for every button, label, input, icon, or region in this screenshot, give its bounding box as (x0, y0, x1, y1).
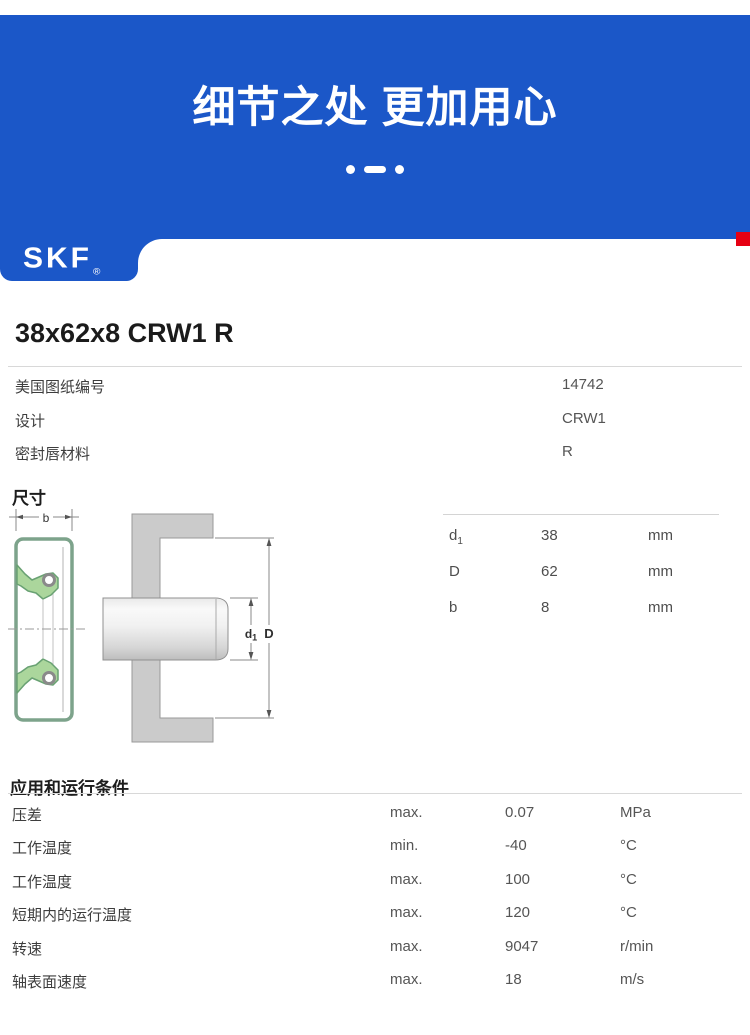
condition-value: 0.07 (505, 804, 535, 821)
table-row: 短期内的运行温度 max. 120 °C (12, 895, 742, 928)
dim-unit: mm (648, 563, 673, 580)
red-accent-square (736, 232, 750, 246)
condition-constraint: min. (390, 837, 419, 855)
table-row: 工作温度 min. -40 °C (12, 828, 742, 861)
deco-dot-icon (346, 165, 355, 174)
condition-label: 工作温度 (12, 873, 73, 891)
dim-value: 38 (541, 527, 558, 544)
condition-label: 压差 (12, 807, 43, 824)
housing-block (131, 513, 214, 743)
spec-label: 设计 (15, 412, 46, 430)
deco-dash-icon (364, 166, 386, 173)
condition-constraint: max. (390, 804, 423, 821)
arrowhead-icon (266, 710, 272, 718)
spec-divider (8, 366, 742, 367)
condition-unit: MPa (620, 804, 651, 821)
condition-constraint: max. (390, 870, 423, 888)
banner-title: 细节之处 更加用心 (192, 84, 558, 132)
condition-label: 轴表面速度 (12, 973, 88, 991)
condition-value: -40 (505, 837, 527, 855)
seal-cross-section-drawing: b d1 (8, 509, 274, 743)
condition-value: 120 (505, 904, 531, 922)
conditions-table: 压差 max. 0.07 MPa 工作温度 min. -40 °C 工作温度 m… (12, 795, 742, 995)
condition-unit: °C (620, 870, 637, 888)
table-row: 工作温度 max. 100 °C (12, 862, 742, 895)
arrowhead-icon (16, 514, 23, 520)
D-label: D (264, 626, 273, 641)
condition-value: 18 (505, 970, 522, 988)
spec-label: 美国图纸编号 (15, 379, 106, 396)
dimensions-heading: 尺寸 (12, 489, 46, 508)
dim-value: 8 (541, 599, 550, 616)
dimensions-table: d1 38 mm D 62 mm b 8 mm (443, 514, 719, 623)
table-row: 密封唇材料 R (15, 435, 742, 469)
table-row: 转速 max. 9047 r/min (12, 929, 742, 962)
spec-value: 14742 (562, 376, 604, 393)
table-row: b 8 mm (443, 587, 719, 623)
dim-unit: mm (648, 599, 673, 616)
garter-spring-top (42, 573, 56, 587)
arrowhead-icon (266, 538, 272, 546)
condition-unit: °C (620, 904, 637, 922)
page-title: 38x62x8 CRW1 R (15, 318, 234, 348)
dim-symbol: D (449, 563, 460, 580)
condition-unit: m/s (620, 970, 645, 988)
spec-label: 密封唇材料 (15, 446, 91, 463)
arrowhead-icon (248, 598, 254, 606)
table-row: D 62 mm (443, 551, 719, 587)
table-row: 轴表面速度 max. 18 m/s (12, 962, 742, 995)
condition-label: 工作温度 (12, 840, 73, 858)
d1-dimension (230, 597, 258, 661)
condition-label: 转速 (12, 940, 43, 958)
condition-value: 9047 (505, 937, 539, 955)
dim-symbol: b (449, 599, 458, 616)
table-row: d1 38 mm (443, 515, 719, 551)
D-dimension (215, 537, 274, 719)
garter-spring-bottom (42, 671, 56, 685)
condition-constraint: max. (390, 970, 423, 988)
deco-dot-icon (395, 165, 404, 174)
condition-constraint: max. (390, 904, 423, 922)
seal-lip-top (16, 564, 59, 600)
condition-unit: °C (620, 837, 637, 855)
arrowhead-icon (65, 514, 72, 520)
condition-value: 100 (505, 870, 531, 888)
d1-label: d1 (245, 627, 257, 643)
table-row: 设计 CRW1 (15, 402, 742, 436)
condition-constraint: max. (390, 937, 423, 955)
registered-mark: ® (93, 266, 101, 278)
dim-symbol: d1 (449, 527, 463, 547)
dim-unit: mm (648, 527, 673, 544)
condition-label: 短期内的运行温度 (12, 907, 133, 925)
dim-value: 62 (541, 563, 558, 580)
hero-banner: 细节之处 更加用心 (0, 15, 750, 239)
table-row: 美国图纸编号 14742 (15, 368, 742, 402)
b-label: b (43, 511, 50, 525)
spec-value: CRW1 (562, 409, 606, 427)
shaft (102, 597, 229, 661)
skf-logo: SKF® (23, 242, 101, 278)
conditions-divider (8, 793, 742, 794)
seal-lip-bottom (16, 658, 59, 694)
table-row: 压差 max. 0.07 MPa (12, 795, 742, 828)
dots-dash-decoration (0, 165, 750, 174)
spec-value: R (562, 443, 573, 460)
condition-unit: r/min (620, 937, 654, 955)
brand-tab: SKF® (0, 239, 138, 281)
arrowhead-icon (248, 652, 254, 660)
spec-table: 美国图纸编号 14742 设计 CRW1 密封唇材料 R (15, 368, 742, 469)
